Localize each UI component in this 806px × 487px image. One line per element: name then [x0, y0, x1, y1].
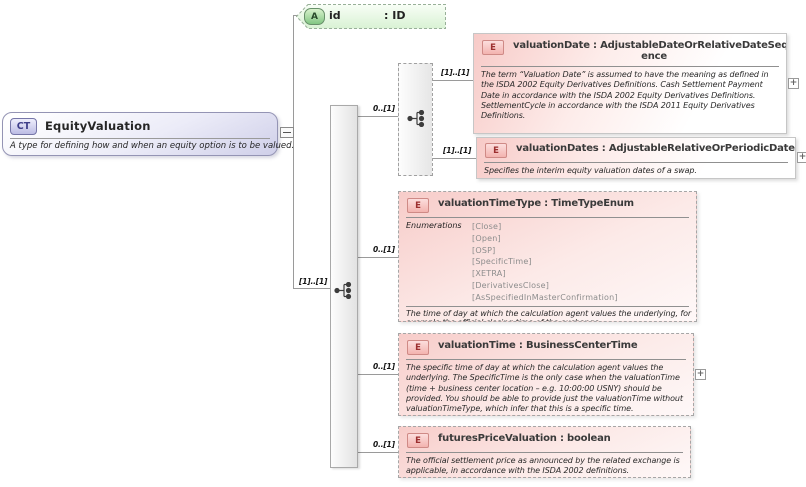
expand-button-valuation-date[interactable]: +: [788, 78, 799, 89]
attribute-node[interactable]: A id : ID: [296, 4, 446, 29]
collapse-toggle[interactable]: [280, 127, 294, 138]
enumerations-label: Enumerations: [406, 221, 462, 230]
divider: [484, 162, 788, 163]
cardinality-label-root: [1]..[1]: [299, 277, 328, 286]
element-node-valuation-time-type[interactable]: E valuationTimeType : TimeTypeEnum Enume…: [398, 191, 697, 322]
connector-to-sequence: [293, 288, 331, 289]
divider: [406, 452, 683, 453]
connector-choice-to-valuation-date: [433, 80, 473, 81]
element-badge-icon: E: [407, 340, 429, 355]
element-node-valuation-dates[interactable]: E valuationDates : AdjustableRelativeOrP…: [476, 137, 796, 179]
cardinality-label-valuation-time-type: 0..[1]: [373, 245, 395, 254]
cardinality-label-valuation-time: 0..[1]: [373, 362, 395, 371]
element-node-futures-price-valuation[interactable]: E futuresPriceValuation : boolean The of…: [398, 426, 691, 478]
divider: [481, 66, 779, 67]
element-description: The official settlement price as announc…: [406, 456, 680, 476]
element-badge-icon: E: [407, 433, 429, 448]
complex-type-name: EquityValuation: [45, 119, 151, 133]
element-badge-icon: E: [485, 143, 507, 158]
cardinality-label-valuation-dates: [1]..[1]: [443, 146, 472, 155]
cardinality-label-futures-price-valuation: 0..[1]: [373, 440, 395, 449]
element-title: valuationTimeType : TimeTypeEnum: [438, 198, 634, 209]
connector-trunk-vertical: [293, 15, 294, 289]
divider: [406, 217, 689, 218]
minus-icon: [283, 132, 291, 133]
sequence-icon: [334, 282, 352, 299]
element-description: The term “Valuation Date” is assumed to …: [481, 70, 769, 121]
element-description: The specific time of day at which the ca…: [406, 363, 683, 414]
element-description: The time of day at which the calculation…: [406, 308, 692, 321]
complex-type-node[interactable]: CT EquityValuation A type for defining h…: [2, 112, 295, 156]
divider: [10, 138, 270, 139]
sequence-group-bar[interactable]: [330, 105, 358, 468]
connector-sequence-to-futures-price-valuation: [358, 452, 398, 453]
element-title: valuationDates : AdjustableRelativeOrPer…: [516, 143, 796, 154]
attribute-shape: [296, 4, 446, 29]
attribute-name: id: [329, 9, 341, 22]
choice-group-box[interactable]: [398, 63, 433, 176]
element-node-valuation-time[interactable]: E valuationTime : BusinessCenterTime The…: [398, 333, 694, 416]
element-title: valuationDate : AdjustableDateOrRelative…: [513, 40, 787, 62]
expand-button-valuation-time[interactable]: +: [695, 369, 706, 380]
attribute-type: : ID: [384, 9, 406, 22]
element-title: valuationTime : BusinessCenterTime: [438, 340, 638, 351]
connector-sequence-to-valuation-time: [358, 374, 398, 375]
connector-sequence-to-choice: [358, 116, 398, 117]
expand-button-valuation-dates[interactable]: +: [797, 152, 806, 163]
connector-to-attribute: [293, 15, 297, 16]
divider: [406, 359, 686, 360]
element-title: futuresPriceValuation : boolean: [438, 433, 611, 444]
connector-choice-to-valuation-dates: [433, 158, 476, 159]
element-badge-icon: E: [407, 198, 429, 213]
element-description: Specifies the interim equity valuation d…: [484, 166, 697, 175]
connector-sequence-to-valuation-time-type: [358, 257, 398, 258]
choice-icon: [407, 110, 425, 127]
element-badge-icon: E: [482, 40, 504, 55]
enumeration-values: [Close][Open][OSP][SpecificTime][XETRA][…: [472, 222, 618, 302]
element-node-valuation-date[interactable]: E valuationDate : AdjustableDateOrRelati…: [473, 33, 787, 134]
complex-type-description: A type for defining how and when an equi…: [10, 141, 295, 151]
cardinality-label-choice-group: 0..[1]: [373, 104, 395, 113]
cardinality-label-valuation-date: [1]..[1]: [441, 68, 470, 77]
attribute-badge-icon: A: [304, 8, 325, 25]
divider: [406, 305, 689, 307]
complex-type-badge-icon: CT: [10, 117, 37, 135]
